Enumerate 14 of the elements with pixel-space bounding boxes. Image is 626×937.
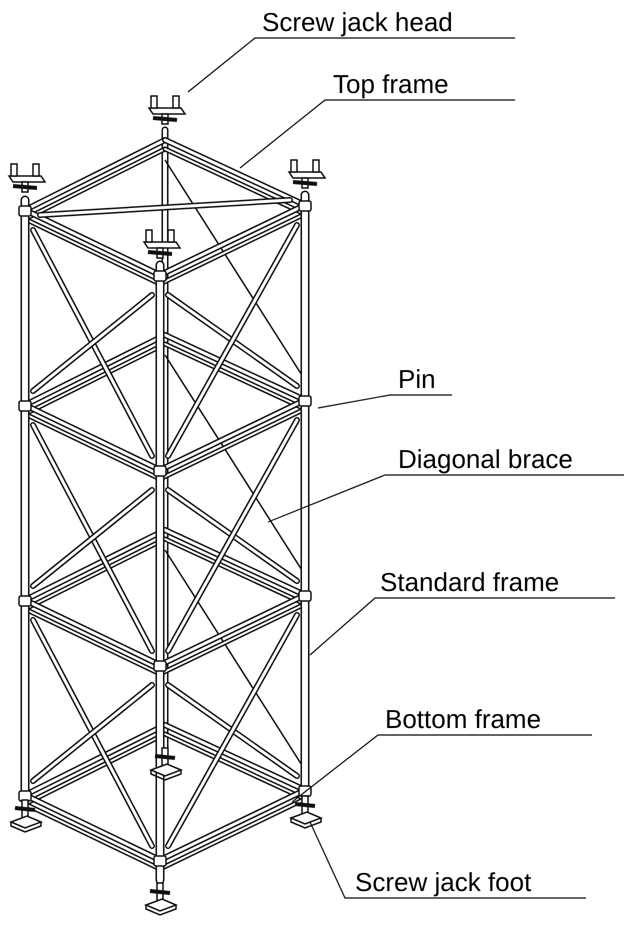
part-label: Top frame <box>333 69 449 99</box>
part-label: Pin <box>398 364 436 394</box>
leader-line <box>268 474 624 523</box>
part-label: Screw jack foot <box>355 867 532 897</box>
leader-line <box>292 734 592 802</box>
part-label: Diagonal brace <box>398 444 573 474</box>
leader-line <box>240 99 515 168</box>
leader-line <box>309 822 586 899</box>
part-label: Screw jack head <box>262 7 453 37</box>
leader-line <box>188 37 515 92</box>
leader-line <box>318 394 452 409</box>
leader-line <box>310 597 615 656</box>
part-label: Standard frame <box>380 567 560 597</box>
part-label: Bottom frame <box>385 704 542 734</box>
